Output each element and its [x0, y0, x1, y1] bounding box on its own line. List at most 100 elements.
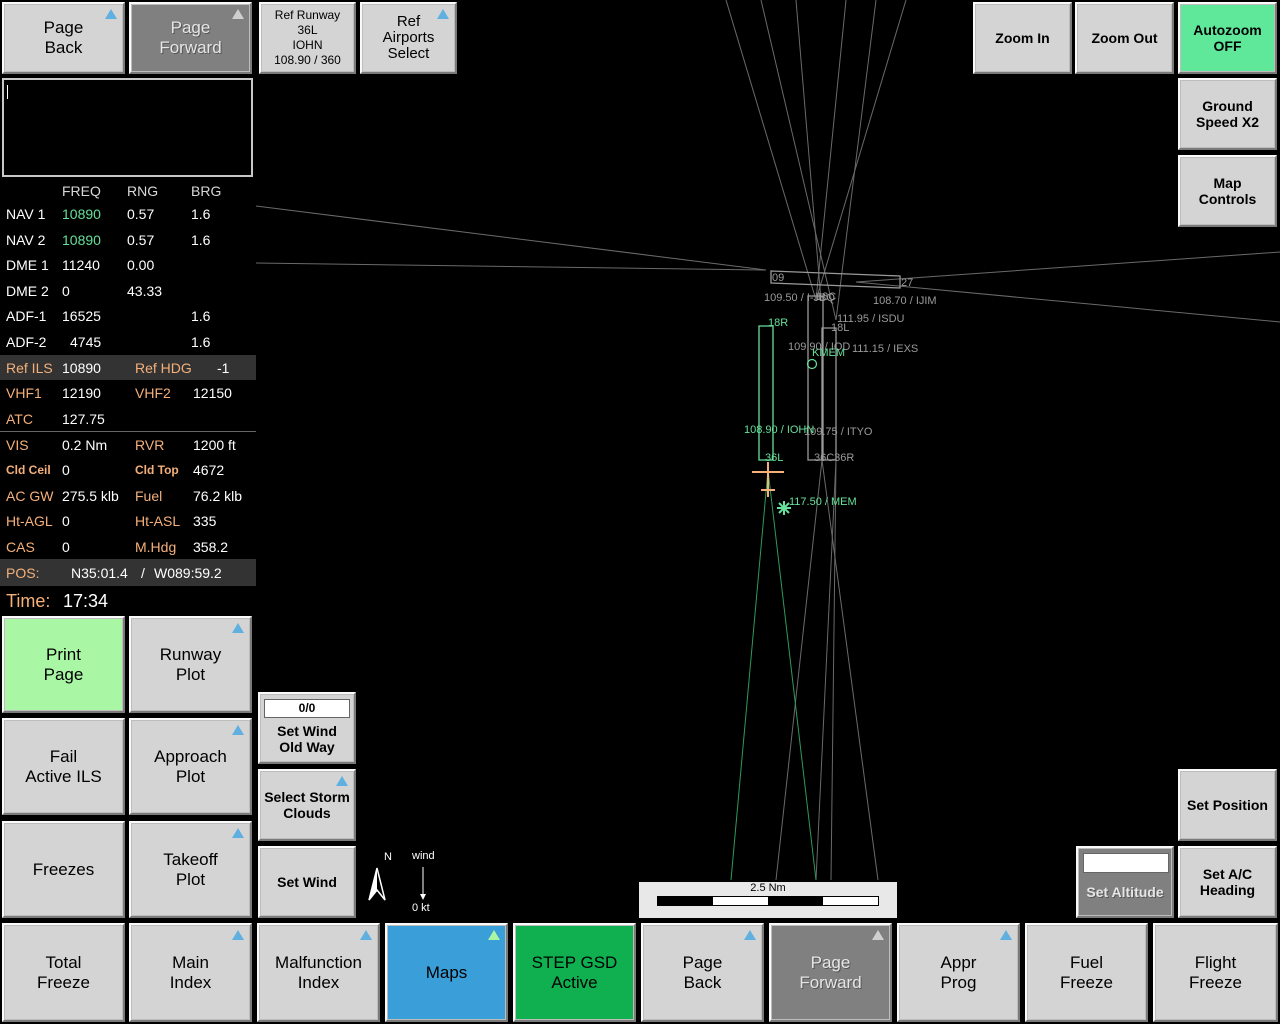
nav-freq: 0 [62, 282, 70, 299]
ref-ils-row: Ref ILS 10890 Ref HDG -1 [0, 355, 256, 380]
zoom-out-button[interactable]: Zoom Out [1075, 2, 1174, 74]
altitude-input[interactable] [1083, 853, 1169, 873]
nav-freq: 11240 [62, 256, 100, 273]
freezes-button[interactable]: Freezes [2, 821, 125, 918]
north-arrow-icon [368, 867, 386, 901]
total-freeze-button[interactable]: Total Freeze [2, 923, 125, 1022]
page-back-button[interactable]: Page Back [2, 2, 125, 74]
mhdg-label: M.Hdg [135, 538, 177, 555]
message-textbox[interactable] [2, 78, 253, 177]
nav-freq: 16525 [62, 307, 101, 324]
nav-brg: 1.6 [191, 231, 211, 248]
runway-18l-label: 18L [831, 322, 849, 334]
total-freeze-label: Total Freeze [37, 952, 90, 992]
rng-header: RNG [127, 182, 159, 199]
ils-line [767, 469, 817, 881]
map-controls-button[interactable]: Map Controls [1178, 155, 1277, 227]
takeoff-plot-button[interactable]: Takeoff Plot [129, 821, 252, 918]
maps-button[interactable]: Maps [385, 923, 508, 1022]
nav-label: NAV 2 [6, 231, 46, 248]
ac-gw-label: AC GW [6, 487, 54, 504]
approach-line [815, 0, 847, 301]
nav-label: DME 2 [6, 282, 49, 299]
aircraft-icon [752, 462, 784, 497]
approach-line [795, 0, 822, 301]
cld-top-value: 4672 [193, 461, 225, 478]
nav-freq: 10890 [62, 231, 101, 248]
ref-runway-button[interactable]: Ref Runway 36L IOHN 108.90 / 360 [259, 2, 356, 74]
zoom-in-button[interactable]: Zoom In [973, 2, 1072, 74]
wind-value-input[interactable]: 0/0 [264, 699, 350, 718]
approach-plot-button[interactable]: Approach Plot [129, 718, 252, 815]
step-gsd-button[interactable]: STEP GSD Active [513, 923, 636, 1022]
set-ac-heading-label: Set A/C Heading [1199, 866, 1256, 898]
cloud-row: Cld Ceil 0 Cld Top 4672 [0, 457, 256, 482]
cld-ceil-label: Cld Ceil [6, 462, 51, 477]
appr-prog-button[interactable]: Appr Prog [897, 923, 1020, 1022]
malfunction-index-label: Malfunction Index [275, 952, 362, 992]
nav-label: DME 1 [6, 256, 49, 273]
cas-label: CAS [6, 538, 35, 555]
pos-separator: / [141, 564, 145, 581]
malfunction-index-button[interactable]: Malfunction Index [257, 923, 380, 1022]
nav-brg: 1.6 [191, 205, 211, 222]
map-controls-label: Map Controls [1198, 175, 1257, 207]
position-row: POS: N35:01.4 / W089:59.2 [0, 559, 256, 586]
fail-active-ils-button[interactable]: Fail Active ILS [2, 718, 125, 815]
vor-mem-label: 117.50 / MEM [789, 496, 857, 508]
page-forward-label: Page Forward [159, 18, 222, 57]
autozoom-button[interactable]: Autozoom OFF [1178, 2, 1277, 74]
set-ac-heading-button[interactable]: Set A/C Heading [1178, 846, 1277, 918]
runway-labels: 09 27 18L 18C 18R 36L 36C36R [765, 272, 913, 464]
airport-map[interactable]: 09 27 18L 18C 18R 36L 36C36R 109.50 / I-… [256, 0, 1280, 920]
runway-plot-button[interactable]: Runway Plot [129, 616, 252, 713]
fuel-label: Fuel [135, 487, 163, 504]
mhdg-value: 358.2 [193, 538, 229, 555]
approach-line [855, 281, 1280, 323]
runways [758, 270, 901, 461]
approach-line [775, 459, 823, 881]
select-storm-label: Select Storm Clouds [264, 789, 350, 821]
vor-station-icon [777, 501, 791, 515]
north-arrow-fill [369, 868, 377, 900]
print-page-button[interactable]: Print Page [2, 616, 125, 713]
wind-arrow-icon [420, 867, 426, 900]
height-row: Ht-AGL 0 Ht-ASL 335 [0, 508, 256, 533]
submenu-indicator-icon [488, 930, 500, 940]
ref-hdg-value: -1 [217, 359, 230, 376]
nav-rng: 0.57 [127, 205, 155, 222]
north-label: N [384, 851, 392, 863]
ground-speed-x2-button[interactable]: Ground Speed X2 [1178, 78, 1277, 150]
submenu-indicator-icon [744, 930, 756, 940]
flight-freeze-button[interactable]: Flight Freeze [1153, 923, 1278, 1022]
main-index-button[interactable]: Main Index [129, 923, 252, 1022]
scale-segment [658, 897, 713, 905]
runway-36c-36r-label: 36C36R [814, 452, 854, 464]
select-storm-clouds-button[interactable]: Select Storm Clouds [258, 769, 356, 841]
bottom-page-back-button[interactable]: Page Back [641, 923, 764, 1022]
submenu-indicator-icon [437, 9, 449, 19]
submenu-indicator-icon [1000, 930, 1012, 940]
set-position-label: Set Position [1187, 797, 1268, 813]
approach-line [815, 0, 907, 301]
speed-row: CAS 0 M.Hdg 358.2 [0, 534, 256, 559]
set-wind-button[interactable]: Set Wind [258, 846, 356, 918]
approach-line [830, 459, 837, 881]
ils-approach-lines [730, 469, 817, 881]
fuel-freeze-button[interactable]: Fuel Freeze [1025, 923, 1148, 1022]
ht-agl-label: Ht-AGL [6, 512, 53, 529]
bottom-page-forward-button[interactable]: Page Forward [769, 923, 892, 1022]
nav-brg: 1.6 [191, 333, 211, 350]
approach-plot-label: Approach Plot [154, 746, 227, 786]
page-forward-button[interactable]: Page Forward [129, 2, 252, 74]
text-caret [7, 85, 8, 99]
vis-row: VIS 0.2 Nm RVR 1200 ft [0, 432, 256, 457]
set-position-button[interactable]: Set Position [1178, 769, 1277, 841]
pos-lon-value: W089:59.2 [154, 564, 222, 581]
fail-active-ils-label: Fail Active ILS [25, 746, 102, 786]
ref-airports-label: Ref Airports Select [382, 13, 435, 62]
set-altitude-label: Set Altitude [1086, 884, 1164, 900]
approach-line [256, 262, 767, 271]
ref-airports-select-button[interactable]: Ref Airports Select [360, 2, 457, 74]
page-forward-label: Page Forward [799, 952, 862, 992]
